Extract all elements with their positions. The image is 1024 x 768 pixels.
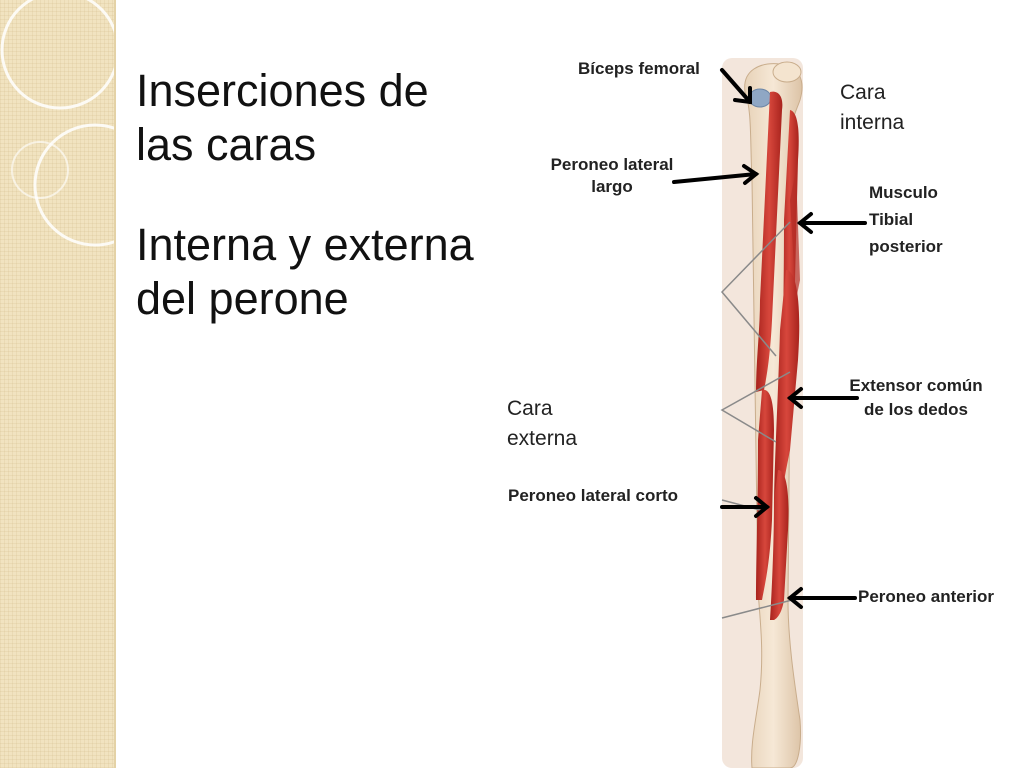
label-line: de los dedos [864,400,968,419]
label-tibial-posterior: Musculo Tibial posterior [869,179,943,260]
peroneo-corto-muscle [756,389,774,600]
decorative-circles [0,0,114,247]
title-line: Inserciones de [136,65,429,116]
label-line: Musculo [869,183,938,202]
label-extensor-comun: Extensor común de los dedos [836,374,996,422]
fibula-head [772,61,802,83]
label-biceps-femoral: Bíceps femoral [578,59,700,78]
arrow-extensor [786,387,859,409]
label-line: largo [591,177,633,196]
arrow-peroneo-largo [672,164,760,185]
biceps-insertion [748,88,772,108]
peroneo-largo-muscle [756,91,783,392]
label-cara-externa: Cara externa [507,394,577,454]
arrow-peroneo-anterior [786,587,857,609]
title-line: Interna y externa [136,219,474,270]
label-line: interna [840,111,905,134]
extensor-comun-muscle [774,270,800,510]
slide-title: Inserciones de las caras [136,64,429,172]
label-line: Extensor común [849,376,983,395]
label-line: Cara [507,397,553,420]
label-line: externa [507,427,578,450]
label-line: Tibial [869,210,914,229]
label-line: Cara [840,81,886,104]
title-line: las caras [136,119,317,170]
decorative-side-panel [0,0,116,768]
label-line: Peroneo lateral [550,155,674,174]
label-peroneo-lateral-corto: Peroneo lateral corto [508,486,679,505]
label-line: posterior [869,237,943,256]
arrow-tibial-posterior [796,212,867,234]
label-peroneo-anterior: Peroneo anterior [858,587,995,606]
arrow-biceps [720,68,752,105]
title-line: del perone [136,273,349,324]
slide-subtitle: Interna y externa del perone [136,218,474,326]
label-cara-interna: Cara interna [840,78,904,138]
peroneo-anterior-muscle [770,470,789,620]
interosseous-edge [790,170,800,300]
arrow-peroneo-corto [720,496,771,518]
label-peroneo-lateral-largo: Peroneo lateral largo [536,154,688,198]
pointer-arrows [672,68,867,609]
